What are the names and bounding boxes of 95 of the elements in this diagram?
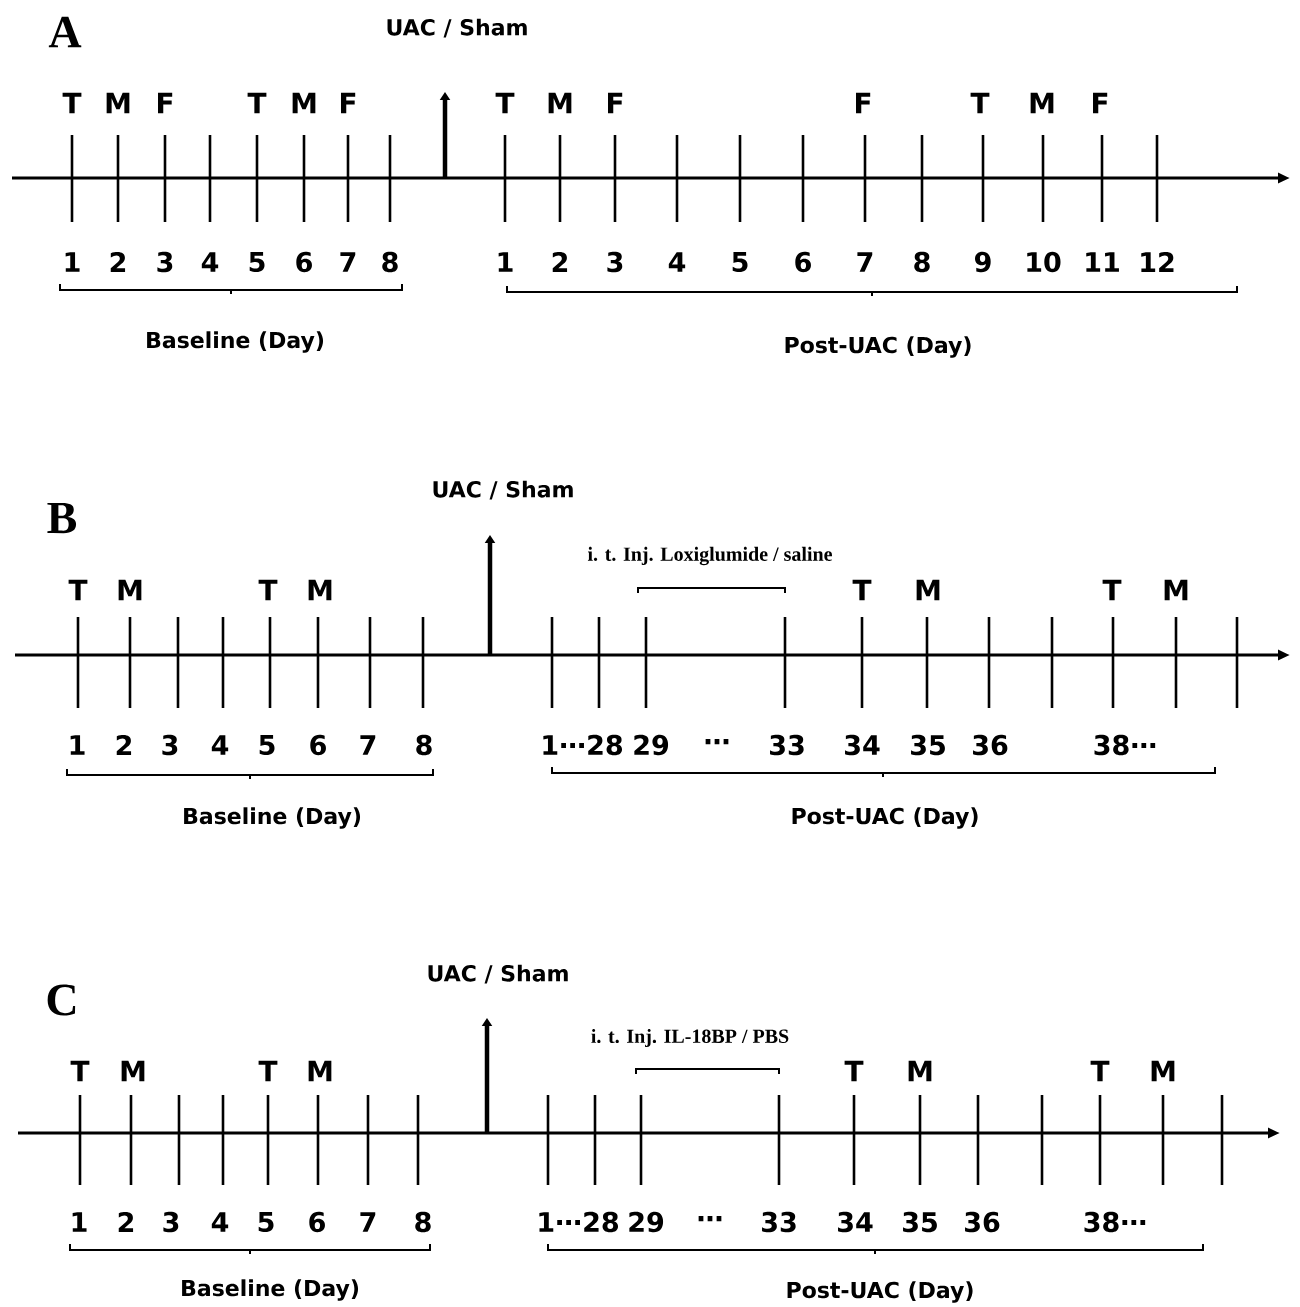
day-number: 29 bbox=[634, 734, 669, 756]
marker-letter: T bbox=[258, 1060, 278, 1082]
day-number: 7 bbox=[857, 252, 873, 272]
day-number: 5 bbox=[258, 1212, 274, 1233]
day-number: 38⋯ bbox=[1094, 734, 1156, 756]
day-number: 10 bbox=[1027, 251, 1061, 273]
marker-letter: M bbox=[106, 92, 130, 114]
day-number: 29 bbox=[629, 1211, 664, 1233]
day-number: 38⋯ bbox=[1084, 1211, 1146, 1233]
day-number: 6 bbox=[795, 251, 811, 273]
day-number: 7 bbox=[360, 1212, 376, 1232]
panel-label: C bbox=[47, 984, 76, 1016]
marker-letter: M bbox=[308, 1060, 332, 1082]
day-number: 1⋯28 bbox=[539, 1211, 618, 1233]
day-number: 7 bbox=[340, 252, 356, 272]
day-number: 5 bbox=[732, 252, 748, 273]
event-label: UAC / Sham bbox=[387, 18, 527, 38]
marker-letter: M bbox=[908, 1060, 932, 1082]
marker-letter: F bbox=[608, 92, 623, 114]
day-number: 1 bbox=[70, 735, 85, 755]
marker-letter: T bbox=[258, 579, 278, 601]
day-number: 5 bbox=[249, 252, 265, 273]
event-label: UAC / Sham bbox=[433, 480, 573, 500]
marker-letter: M bbox=[1151, 1060, 1175, 1082]
day-number: 8 bbox=[382, 251, 398, 273]
period-label: Post-UAC (Day) bbox=[785, 336, 971, 358]
marker-letter: M bbox=[121, 1060, 145, 1082]
injection-label: i. t. Inj. Loxiglumide / saline bbox=[587, 546, 832, 566]
marker-letter: M bbox=[916, 579, 940, 601]
injection-label: i. t. Inj. IL-18BP / PBS bbox=[591, 1028, 789, 1048]
panel-label: A bbox=[48, 16, 82, 48]
day-number: 8 bbox=[415, 1211, 431, 1233]
day-number: 7 bbox=[360, 735, 376, 755]
period-label: Post-UAC (Day) bbox=[792, 807, 978, 829]
marker-letter: M bbox=[548, 92, 572, 114]
day-number: 8 bbox=[914, 251, 930, 273]
marker-letter: M bbox=[292, 92, 316, 114]
marker-letter: F bbox=[1093, 92, 1108, 114]
period-label: Baseline (Day) bbox=[147, 331, 324, 353]
day-number: 35 bbox=[911, 734, 945, 756]
marker-letter: T bbox=[844, 1060, 864, 1082]
day-number: 3 bbox=[163, 1211, 179, 1233]
day-number: 3 bbox=[607, 251, 623, 273]
marker-letter: F bbox=[341, 92, 356, 114]
day-number: 35 bbox=[903, 1211, 937, 1233]
period-label: Post-UAC (Day) bbox=[787, 1281, 973, 1303]
marker-letter: T bbox=[495, 92, 515, 114]
marker-letter: M bbox=[1164, 579, 1188, 601]
period-label: Baseline (Day) bbox=[182, 1279, 359, 1301]
day-number: 36 bbox=[973, 734, 1008, 756]
day-number: 8 bbox=[416, 734, 432, 756]
day-number: 34 bbox=[845, 734, 880, 756]
marker-letter: M bbox=[308, 579, 332, 601]
period-label: Baseline (Day) bbox=[184, 807, 361, 829]
marker-letter: T bbox=[62, 92, 82, 114]
day-number: 2 bbox=[118, 1212, 134, 1233]
day-number: ⋯ bbox=[705, 739, 729, 745]
marker-letter: F bbox=[856, 92, 871, 114]
day-number: 5 bbox=[259, 735, 275, 756]
day-number: 1⋯28 bbox=[543, 734, 622, 756]
marker-letter: M bbox=[1030, 92, 1054, 114]
day-number: 6 bbox=[296, 251, 312, 273]
marker-letter: F bbox=[158, 92, 173, 114]
panel-label: B bbox=[47, 502, 77, 534]
day-number: 1 bbox=[65, 252, 80, 272]
day-number: 2 bbox=[110, 252, 126, 273]
marker-letter: M bbox=[118, 579, 142, 601]
day-number: 33 bbox=[762, 1211, 796, 1233]
day-number: 1 bbox=[72, 1212, 87, 1232]
marker-letter: T bbox=[970, 92, 990, 114]
day-number: 3 bbox=[162, 734, 178, 756]
day-number: 2 bbox=[552, 252, 568, 273]
day-number: 4 bbox=[211, 1212, 229, 1232]
day-number: 4 bbox=[201, 252, 219, 272]
day-number: 36 bbox=[965, 1211, 1000, 1233]
marker-letter: T bbox=[68, 579, 88, 601]
day-number: 34 bbox=[838, 1211, 873, 1233]
day-number: 33 bbox=[770, 734, 804, 756]
day-number: 4 bbox=[211, 735, 229, 755]
day-number: 1 bbox=[498, 252, 513, 272]
day-number: 3 bbox=[157, 251, 173, 273]
event-label: UAC / Sham bbox=[428, 964, 568, 984]
marker-letter: T bbox=[1090, 1060, 1110, 1082]
day-number: 12 bbox=[1141, 252, 1174, 273]
marker-letter: T bbox=[70, 1060, 90, 1082]
day-number: 4 bbox=[668, 252, 686, 272]
day-number: 2 bbox=[116, 735, 132, 756]
day-number: 9 bbox=[975, 251, 991, 273]
day-number: 6 bbox=[309, 1211, 325, 1233]
marker-letter: T bbox=[1102, 579, 1122, 601]
marker-letter: T bbox=[852, 579, 872, 601]
marker-letter: T bbox=[247, 92, 267, 114]
day-number: 6 bbox=[310, 734, 326, 756]
day-number: 11 bbox=[1086, 252, 1119, 272]
day-number: ⋯ bbox=[698, 1216, 722, 1222]
